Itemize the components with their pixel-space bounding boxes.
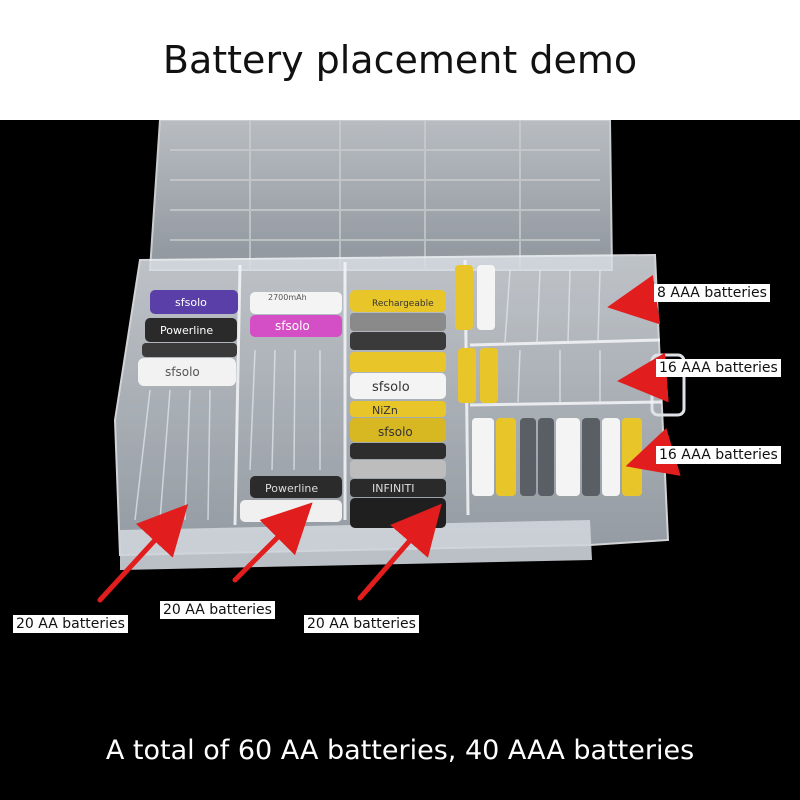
arrow-16-aaa-a (617, 352, 669, 403)
header-bar: Battery placement demo (0, 0, 800, 120)
label-16-aaa-a: 16 AAA batteries (656, 359, 781, 377)
case-lid (148, 120, 614, 271)
aa-batteries-left: sfsolo Powerline sfsolo (138, 290, 238, 386)
arrow-20-aa-right (357, 503, 442, 601)
battery-label-capacity: 2700mAh (268, 293, 307, 302)
battery-label-powerline: Powerline (265, 482, 318, 495)
annotation-arrows (97, 275, 681, 603)
battery-label-rechargeable: Rechargeable (372, 299, 434, 309)
battery-label-nizn: NiZn (372, 404, 398, 417)
aaa-batteries (455, 265, 642, 496)
page-title: Battery placement demo (162, 38, 638, 82)
footer-caption: A total of 60 AA batteries, 40 AAA batte… (105, 735, 695, 766)
battery-label-sfsolo: sfsolo (165, 365, 200, 379)
battery-label-sfsolo: sfsolo (175, 296, 207, 309)
label-20-aa-middle: 20 AA batteries (160, 601, 275, 619)
label-20-aa-right: 20 AA batteries (304, 615, 419, 633)
battery-label-powerline: Powerline (160, 324, 213, 337)
arrow-8-aaa (607, 275, 661, 325)
aa-batteries-right: Rechargeable sfsolo NiZn sfsolo INFINITI (350, 290, 446, 528)
arrow-20-aa-left (97, 503, 189, 603)
battery-label-sfsolo: sfsolo (275, 319, 310, 333)
arrow-20-aa-middle (232, 502, 313, 583)
label-16-aaa-b: 16 AAA batteries (656, 446, 781, 464)
label-8-aaa: 8 AAA batteries (654, 284, 770, 302)
battery-label-sfsolo: sfsolo (372, 380, 410, 395)
label-20-aa-left: 20 AA batteries (13, 615, 128, 633)
battery-label-sfsolo: sfsolo (378, 425, 413, 439)
battery-case-illustration: sfsolo Powerline sfsolo 2700mAh sfsolo P… (97, 120, 686, 603)
battery-case-photo: sfsolo Powerline sfsolo 2700mAh sfsolo P… (0, 120, 800, 800)
battery-label-infiniti: INFINITI (372, 482, 414, 495)
